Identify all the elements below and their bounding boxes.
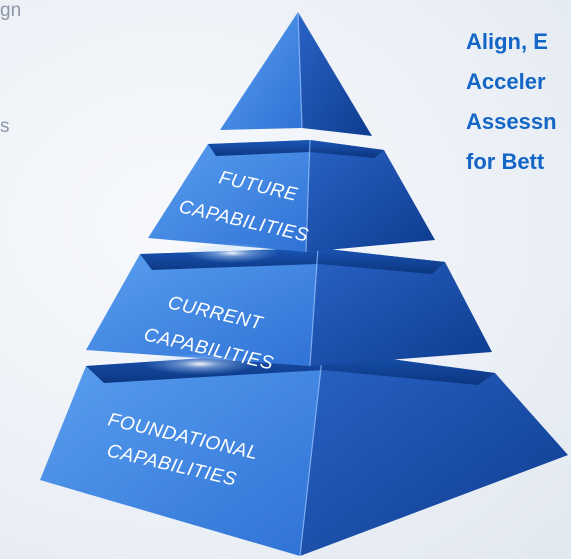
- cropped-text-fragment: s: [0, 116, 10, 137]
- cropped-text-fragment: gn: [0, 0, 22, 21]
- tier-foundational-block: [40, 349, 568, 557]
- tier-current-block: [86, 247, 492, 367]
- light-flare: [186, 243, 278, 263]
- tier-apex-block: [220, 11, 372, 136]
- tier-future-block: [148, 139, 435, 253]
- headline-line: for Bett: [466, 149, 545, 174]
- light-flare: [144, 353, 256, 375]
- headline-line: Align, E: [466, 29, 548, 54]
- headline-line: Acceler: [466, 69, 546, 94]
- headline-line: Assessn: [466, 109, 557, 134]
- headline: Align, E Acceler Assessn for Bett: [466, 22, 571, 182]
